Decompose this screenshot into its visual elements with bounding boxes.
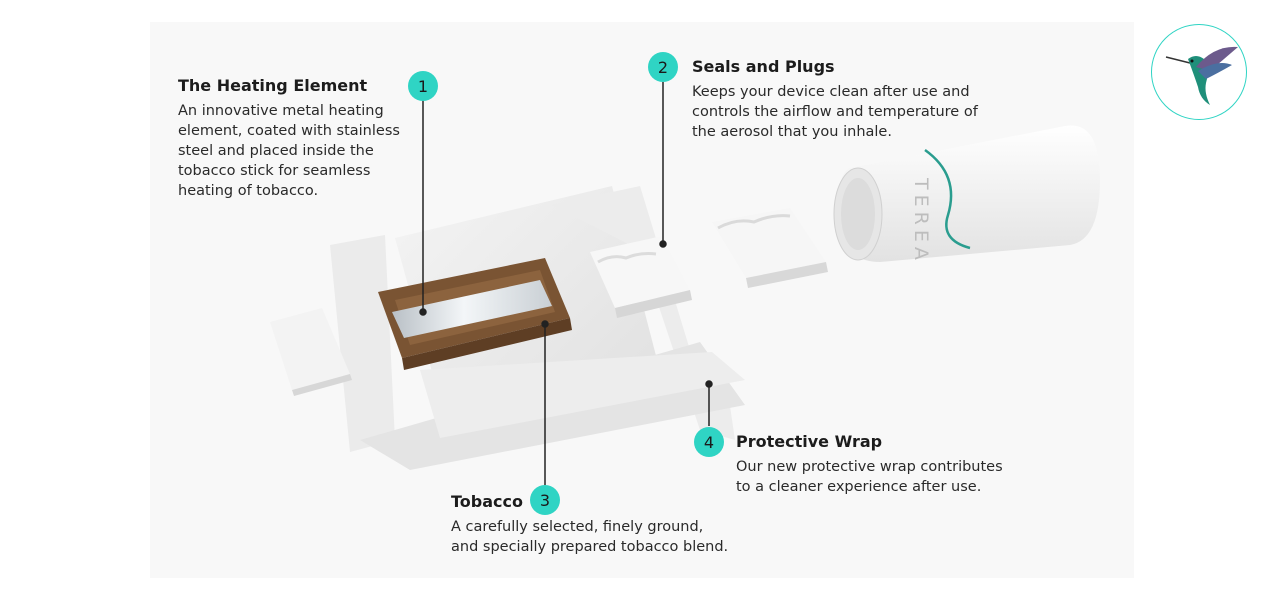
leader-dot-4 — [705, 380, 713, 388]
callout-title: Seals and Plugs — [692, 57, 835, 76]
callout-protective-wrap: Protective Wrap Our new protective wrap … — [736, 432, 1036, 497]
callout-badge-4: 4 — [694, 427, 724, 457]
callout-title: Protective Wrap — [736, 432, 883, 451]
hummingbird-icon — [1165, 46, 1238, 105]
callout-badge-2: 2 — [648, 52, 678, 82]
callout-badge-3: 3 — [530, 485, 560, 515]
wrap-sheet-left-fold — [330, 235, 395, 452]
tobacco-stick-tube — [833, 125, 1100, 262]
callout-text: Our new protective wrap contributes to a… — [736, 459, 1003, 495]
callout-heating-element: The Heating Element An innovative metal … — [178, 76, 418, 201]
wrap-sheet-bottom-fold — [420, 352, 745, 438]
mouthpiece-plug — [712, 208, 828, 288]
callout-title: The Heating Element — [178, 76, 368, 95]
tube-stripe — [924, 148, 971, 250]
leader-lines — [419, 82, 713, 485]
end-plug — [270, 308, 352, 396]
leader-dot-2 — [659, 240, 667, 248]
callout-text: An innovative metal heating element, coa… — [178, 103, 400, 199]
logo — [1151, 24, 1247, 120]
callout-title: Tobacco — [451, 492, 523, 511]
callout-text: Keeps your device clean after use and co… — [692, 84, 978, 140]
callout-badge-1: 1 — [408, 71, 438, 101]
leader-dot-1 — [419, 308, 427, 316]
leader-dot-3 — [541, 320, 549, 328]
callout-tobacco: Tobacco A carefully selected, finely gro… — [451, 492, 771, 557]
callout-text: A carefully selected, finely ground, and… — [451, 519, 729, 555]
tube-brand-text: TEREA — [910, 177, 932, 265]
seal-filter — [590, 236, 692, 318]
callout-seals-plugs: Seals and Plugs Keeps your device clean … — [692, 57, 1012, 142]
heating-element-blade — [392, 280, 552, 338]
